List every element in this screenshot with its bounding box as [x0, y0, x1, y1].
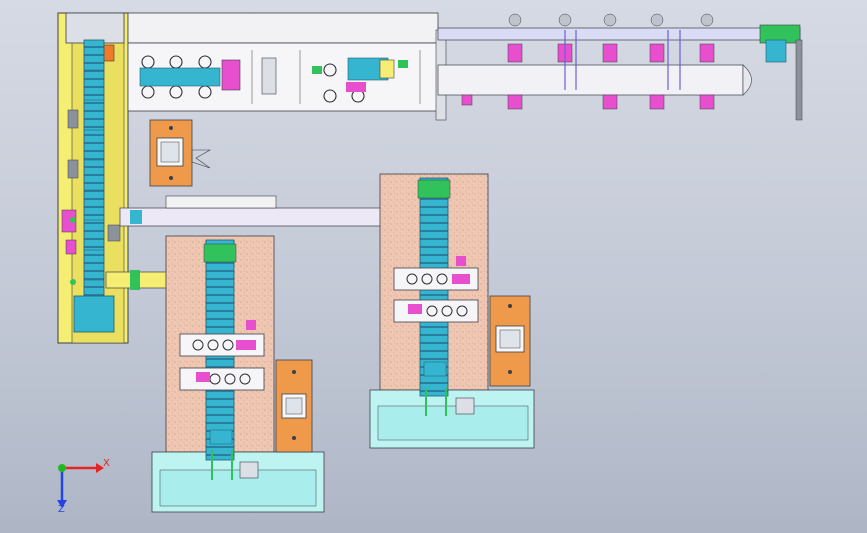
hmi-control-box-icon[interactable] [489, 295, 531, 387]
x-axis-label: X [103, 458, 110, 469]
coordinate-triad-icon [57, 463, 104, 508]
right-processing-station[interactable] [369, 173, 535, 449]
z-axis-label: Z [58, 504, 65, 515]
top-assembly-panel[interactable] [127, 12, 447, 121]
upper-transfer-beam[interactable] [119, 195, 421, 227]
left-processing-station[interactable] [151, 235, 325, 513]
hmi-control-box-icon[interactable] [149, 119, 212, 187]
left-vertical-frame[interactable] [57, 12, 129, 344]
hmi-control-box-icon[interactable] [275, 359, 313, 453]
top-right-conveyor[interactable] [437, 13, 803, 121]
